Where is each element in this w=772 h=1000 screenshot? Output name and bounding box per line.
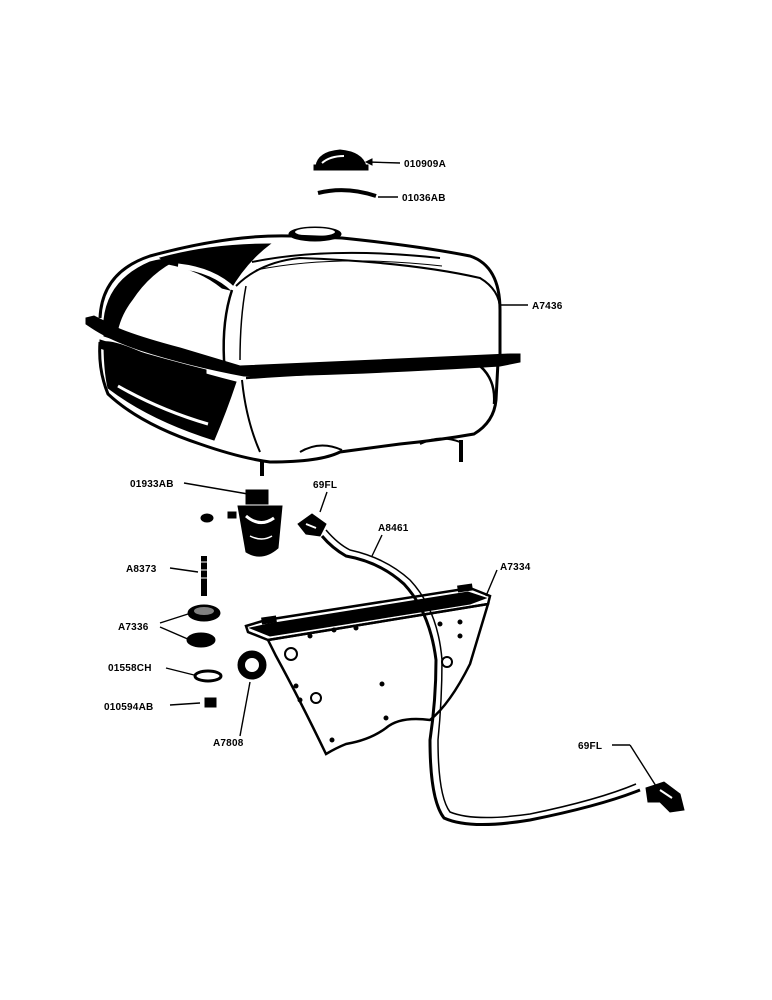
lock-washer-leader (165, 667, 195, 676)
label-lock-washer: 01558CH (108, 663, 152, 674)
label-grommet: A7808 (213, 738, 244, 749)
label-cap-gasket: 01036AB (402, 193, 446, 204)
fitting-lower-leader (612, 744, 657, 787)
label-fuel-tank: A7436 (532, 301, 563, 312)
fitting-upper-leader (319, 491, 328, 513)
label-fuel-cap: 010909A (404, 159, 446, 170)
fuel-cap-leader (364, 158, 401, 166)
label-fuel-line: A8461 (378, 523, 409, 534)
washer-leader (159, 613, 191, 641)
fitting-upper (297, 513, 327, 537)
grommet (237, 650, 267, 680)
lock-washer (193, 669, 223, 683)
label-stud: A8373 (126, 564, 157, 575)
label-nut: 010594AB (104, 702, 153, 713)
nut (204, 697, 217, 708)
small-nut (200, 513, 214, 523)
fuel-line (320, 529, 641, 826)
sediment-bulb (227, 489, 283, 557)
stud-leader (169, 567, 199, 573)
fuel-cap (313, 149, 369, 171)
label-washer: A7336 (118, 622, 149, 633)
washer (186, 604, 221, 648)
tank-support (244, 583, 492, 756)
fitting-lower (645, 781, 685, 813)
nut-leader (169, 702, 201, 706)
fuel-tank (85, 226, 521, 476)
fuel-line-leader (371, 534, 383, 557)
label-fitting-lower: 69FL (578, 741, 602, 752)
grommet-leader (239, 681, 251, 737)
cap-gasket (317, 188, 377, 198)
label-sediment-bulb: 01933AB (130, 479, 174, 490)
stud (200, 556, 208, 596)
tank-support-leader (485, 569, 498, 597)
label-tank-support: A7334 (500, 562, 531, 573)
label-fitting-upper: 69FL (313, 480, 337, 491)
sediment-bulb-leader (183, 482, 249, 495)
